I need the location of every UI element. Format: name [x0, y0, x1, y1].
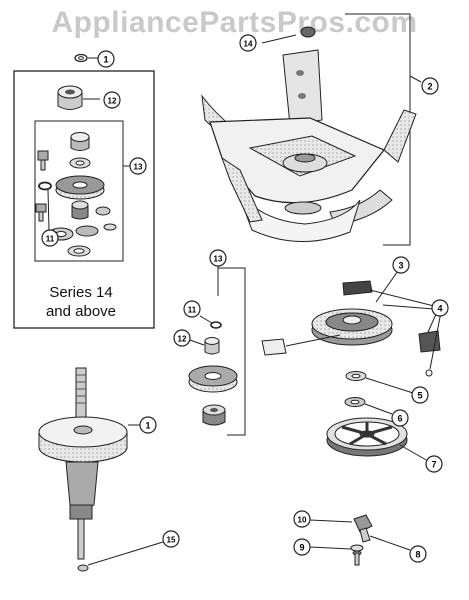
series-note-line2: and above	[45, 303, 117, 320]
callout-label: 12	[108, 97, 117, 106]
callout-label: 7	[431, 460, 436, 470]
callout-8: 8	[409, 545, 427, 563]
washers-5-6	[344, 371, 414, 415]
clutch-kit-13	[188, 258, 246, 436]
callout-label: 5	[417, 391, 422, 401]
callout-label: 15	[167, 536, 176, 545]
series-14-inset	[13, 70, 155, 329]
callout-label: 14	[244, 40, 253, 49]
callout-label: 1	[145, 421, 150, 431]
series-note: Series 14 and above	[20, 283, 142, 321]
callout-2: 2	[421, 77, 439, 95]
callout-label: 4	[437, 304, 442, 314]
callout-label: 9	[299, 543, 304, 553]
bolt-clip-parts	[309, 514, 411, 566]
callout-15: 15	[162, 530, 180, 548]
part-1-washer	[74, 53, 100, 63]
callout-5: 5	[411, 386, 429, 404]
callout-14: 14	[239, 34, 257, 52]
callout-6: 6	[391, 409, 409, 427]
callout-11-mid: 11	[183, 300, 201, 318]
callout-4: 4	[431, 299, 449, 317]
callout-12-mid: 12	[173, 329, 191, 347]
callout-12-top: 12	[103, 91, 121, 109]
callout-7: 7	[425, 455, 443, 473]
transmission-1	[38, 367, 164, 572]
callout-label: 13	[134, 163, 143, 172]
callout-label: 10	[298, 516, 307, 525]
part-12-nut	[57, 85, 100, 110]
callout-13-mid: 13	[209, 249, 227, 267]
callout-13-top: 13	[129, 157, 147, 175]
callout-1-top: 1	[97, 50, 115, 68]
drive-pulley-3	[261, 270, 442, 377]
series-note-line1: Series 14	[49, 284, 113, 301]
callout-label: 13	[214, 255, 223, 264]
callout-3: 3	[392, 256, 410, 274]
callout-label: 12	[178, 335, 187, 344]
callout-label: 11	[188, 306, 197, 315]
callout-label: 11	[46, 235, 55, 244]
callout-label: 8	[415, 550, 420, 560]
callout-label: 2	[427, 82, 432, 92]
callout-1-bottom: 1	[139, 416, 157, 434]
inset-kit-parts	[35, 132, 117, 257]
callout-label: 3	[398, 261, 403, 271]
callout-11-top: 11	[41, 229, 59, 247]
tub-assembly	[201, 13, 422, 246]
watermark: AppliancePartsPros.com	[51, 6, 418, 39]
callout-9: 9	[293, 538, 311, 556]
callout-label: 6	[397, 414, 402, 424]
callout-label: 1	[103, 55, 108, 65]
callout-10: 10	[293, 510, 311, 528]
pulley-7	[326, 417, 429, 462]
